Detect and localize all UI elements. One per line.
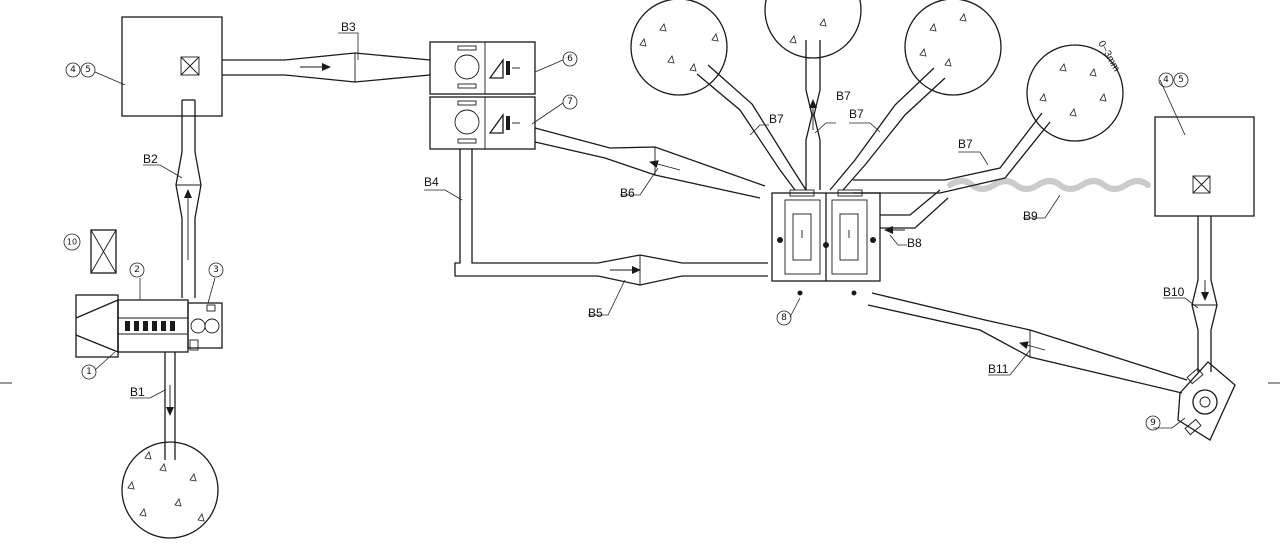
svg-text:5: 5 [1178,75,1184,85]
callout-1: 1 [81,364,97,380]
machine-9[interactable] [1177,361,1236,441]
label-b7-2: B7 [836,89,851,103]
callout-4-5-right: 4 5 [1158,72,1189,88]
svg-text:5: 5 [85,65,91,75]
svg-text:4: 4 [70,65,76,75]
svg-text:2: 2 [134,265,140,275]
pipe-b3[interactable] [222,52,431,83]
callout-2: 2 [129,262,145,278]
size-range-annotation: 0~3mm [1095,39,1121,74]
label-b1: B1 [130,385,145,399]
pipe-b6[interactable] [534,127,766,199]
blurred-marks [947,178,1151,192]
callout-3: 3 [208,262,224,278]
silo-top-3[interactable] [904,0,1002,96]
svg-text:7: 7 [567,97,573,107]
label-b9: B9 [1023,209,1038,223]
label-b6: B6 [620,186,635,200]
item-10-box[interactable] [90,229,117,274]
label-b2: B2 [143,152,158,166]
pipe-b10[interactable] [1191,216,1218,372]
callout-10: 10 [63,233,81,251]
pipe-b4-b5[interactable] [454,149,768,286]
svg-text:9: 9 [1150,418,1156,428]
pipe-b8[interactable] [880,189,949,234]
label-b11: B11 [988,362,1009,376]
label-b5: B5 [588,306,603,320]
pipe-b1[interactable] [164,352,176,460]
label-b3: B3 [341,20,356,34]
svg-text:10: 10 [67,238,77,247]
machine-7[interactable] [429,96,536,150]
silo-top-2[interactable] [764,0,862,59]
pipe-b2[interactable] [175,99,202,298]
callout-7: 7 [562,94,578,110]
machine-6[interactable] [429,41,536,95]
label-b7-3: B7 [849,107,864,121]
label-b10: B10 [1163,285,1185,299]
label-b7-1: B7 [769,112,784,126]
svg-text:4: 4 [1163,75,1169,85]
pipe-b11[interactable] [867,292,1188,394]
label-b7-4: B7 [958,137,973,151]
svg-text:8: 8 [781,313,787,323]
callout-4-5-left: 4 5 [65,62,96,78]
silo-top-1[interactable] [630,0,728,96]
callout-8: 8 [776,310,792,326]
label-b4: B4 [424,175,439,189]
storage-box-right[interactable] [1154,116,1255,217]
leader-lines [94,32,1199,429]
svg-text:3: 3 [213,265,219,275]
svg-text:1: 1 [86,367,92,377]
machine-8[interactable] [771,189,881,296]
label-b8: B8 [907,236,922,250]
svg-text:6: 6 [567,54,573,64]
callout-6: 6 [562,51,578,67]
storage-box-left[interactable] [121,16,223,117]
silo-bottom-left[interactable] [121,441,219,539]
machine-1-2-3[interactable] [75,294,223,358]
silo-top-4[interactable] [1026,44,1124,142]
callout-9: 9 [1145,415,1161,431]
pipe-b7-group[interactable] [696,40,1051,194]
